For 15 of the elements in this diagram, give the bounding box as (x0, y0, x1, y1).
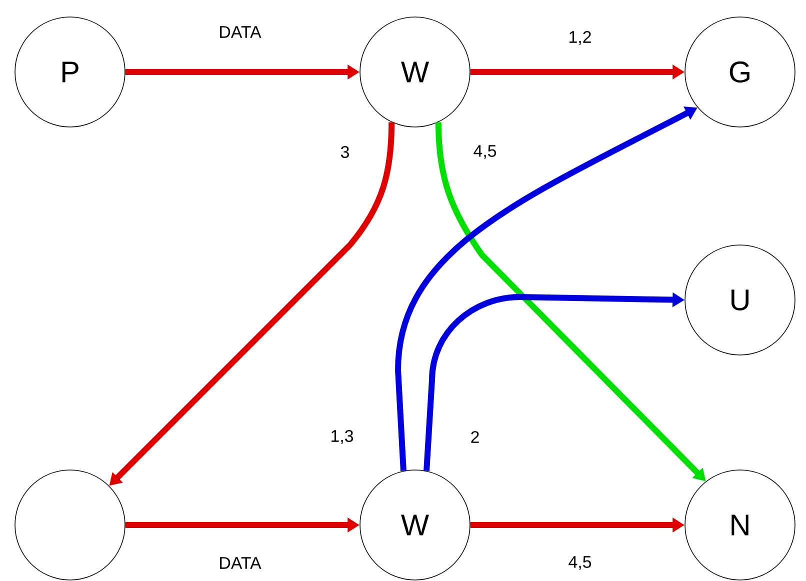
edge-label: DATA (218, 556, 262, 570)
circle-node: P (14, 16, 126, 128)
edge-label: DATA (218, 25, 262, 39)
edge-label: 3 (339, 145, 351, 159)
empty-circle (14, 470, 126, 580)
circle-node: N (684, 470, 796, 580)
edge-label: 1,2 (567, 30, 593, 46)
edge-label: 1,3 (329, 429, 355, 445)
circle-node: W (360, 470, 470, 580)
edge-label: 2 (469, 430, 481, 444)
edge-label: 4,5 (472, 144, 498, 160)
circle-node: W (360, 16, 470, 128)
circle-node: G (684, 16, 796, 128)
edge-label: 4,5 (567, 555, 593, 571)
circle-node: U (684, 244, 796, 356)
